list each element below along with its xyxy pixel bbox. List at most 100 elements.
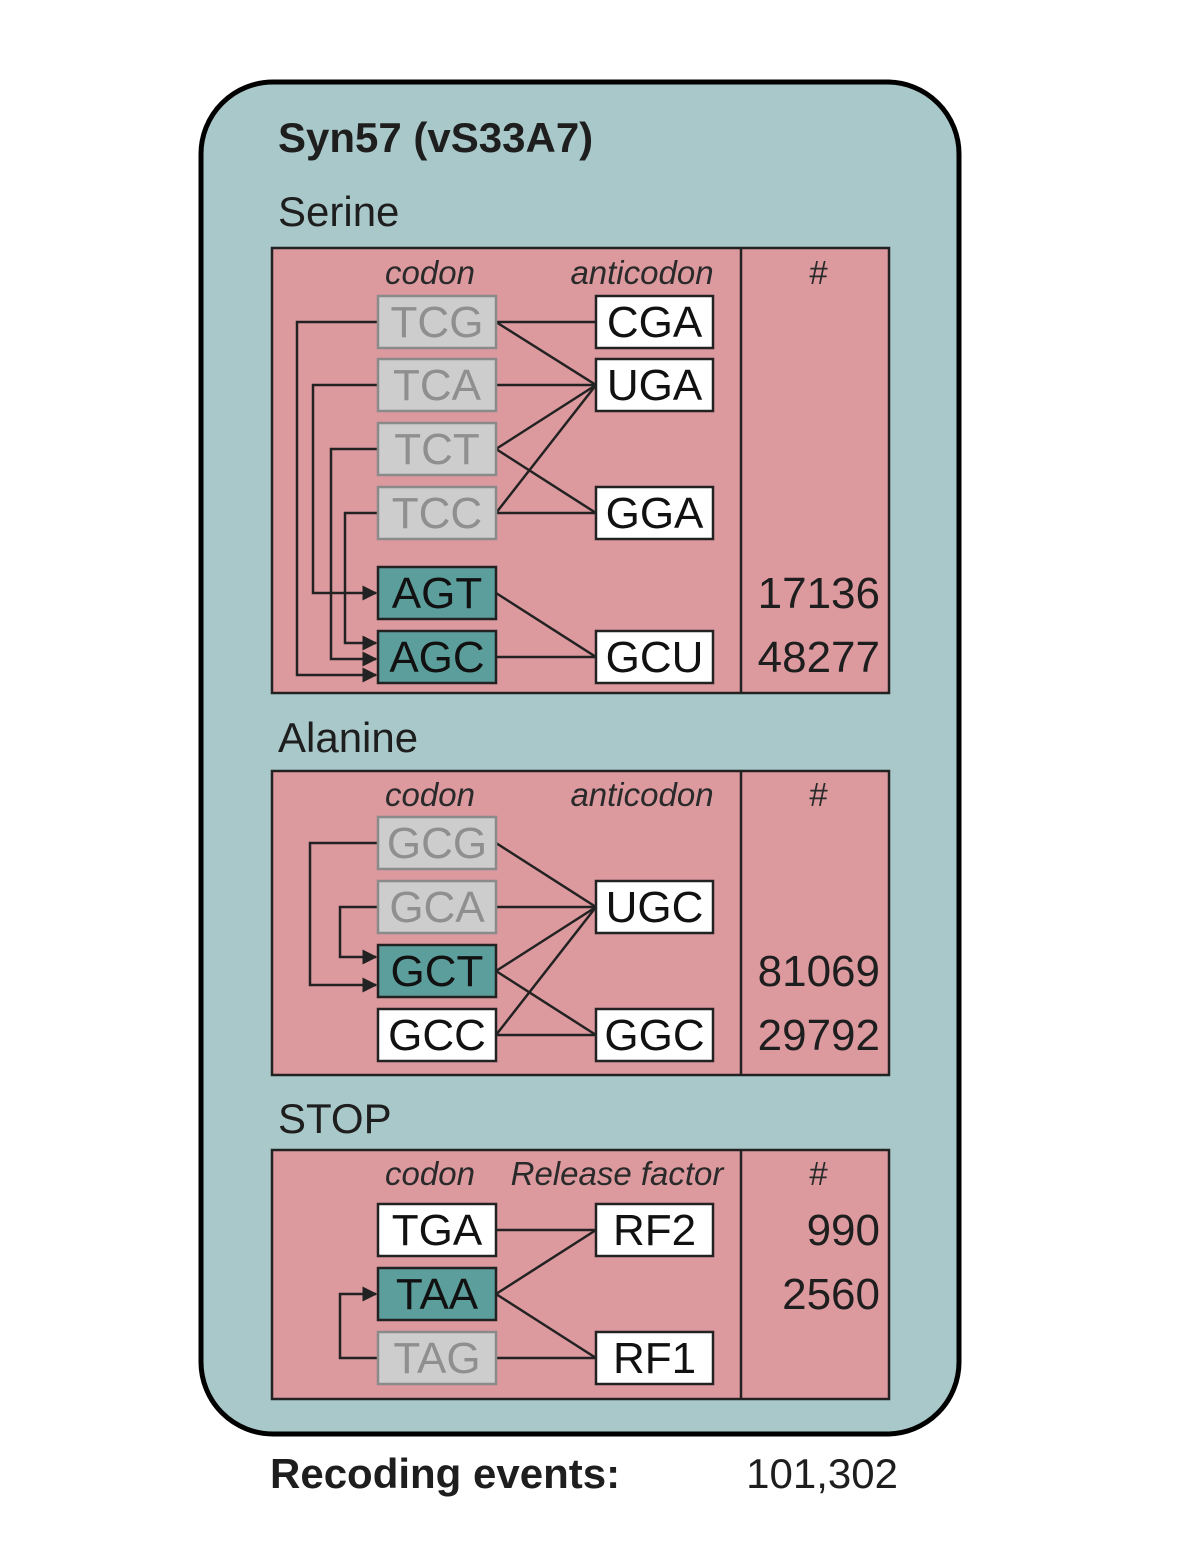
serine-codon-box-tct [376, 421, 498, 477]
serine-codon-tcg: TCG [376, 294, 498, 350]
stop-codon-label-tag: TAG [393, 1334, 480, 1383]
alanine-codon-box-gcc [376, 1007, 498, 1063]
stop-col-count: # [809, 1155, 828, 1192]
stop-col-release-factor: Release factor [511, 1155, 726, 1192]
serine-col-codon: codon [385, 254, 475, 291]
serine-partner-gga: GGA [594, 485, 715, 541]
stop-codon-taa: TAA 2560 [376, 1266, 880, 1322]
alanine-codon-box-gct [376, 943, 498, 999]
serine-col-count: # [809, 254, 828, 291]
serine-partner-box-cga [594, 294, 715, 350]
serine-codon-label-agt: AGT [392, 569, 482, 618]
serine-codon-tct: TCT [376, 421, 498, 477]
stop-partner-rf1: RF1 [594, 1330, 715, 1386]
alanine-codon-label-gct: GCT [391, 947, 484, 996]
alanine-codon-label-gcc: GCC [388, 1011, 486, 1060]
serine-codon-agc: AGC 48277 [376, 629, 880, 685]
footer-label: Recoding events: [270, 1450, 620, 1497]
serine-arrow-tcg-to-agc [295, 320, 378, 683]
serine-codon-label-tct: TCT [394, 425, 480, 474]
serine-partner-cga: CGA [594, 294, 715, 350]
serine-partner-label-uga: UGA [607, 361, 703, 410]
section-label-stop: STOP [278, 1095, 392, 1142]
alanine-partner-ggc: GGC [594, 1007, 715, 1063]
serine-arrow-tct-to-agc [329, 447, 378, 667]
stop-codon-tag: TAG [376, 1330, 498, 1386]
stop-link-taa-rf2 [495, 1228, 597, 1296]
alanine-arrow-gca-to-gct [338, 905, 378, 965]
serine-codon-box-tcg [376, 294, 498, 350]
stop-col-codon: codon [385, 1155, 475, 1192]
alanine-link-gcg-ugc [495, 841, 597, 909]
serine-codon-box-tca [376, 357, 498, 413]
footer-value: 101,302 [746, 1450, 898, 1497]
stop-count-taa: 2560 [782, 1270, 880, 1319]
serine-partner-uga: UGA [594, 357, 715, 413]
serine-link-tct-gga [495, 447, 597, 515]
serine-codon-box-tcc [376, 485, 498, 541]
serine-count-agt: 17136 [758, 569, 880, 618]
stop-link-taa-rf1 [495, 1292, 597, 1360]
stop-codon-label-tga: TGA [392, 1206, 483, 1255]
section-label-alanine: Alanine [278, 714, 418, 761]
alanine-connections [308, 841, 597, 1037]
alanine-col-codon: codon [385, 776, 475, 813]
alanine-codon-box-gcg [376, 815, 498, 871]
serine-codon-label-tca: TCA [393, 361, 482, 410]
serine-codon-tca: TCA [376, 357, 498, 413]
alanine-link-gcc-ugc [495, 906, 597, 1036]
serine-codon-agt: AGT 17136 [376, 565, 880, 621]
serine-partner-box-gcu [594, 629, 715, 685]
serine-link-tcg-uga [495, 320, 597, 387]
alanine-arrow-gcg-to-gct [308, 841, 378, 993]
alanine-col-count: # [809, 776, 828, 813]
alanine-partner-box-ggc [594, 1007, 715, 1063]
alanine-partner-box-ugc [594, 879, 715, 935]
alanine-link-gct-ggc [495, 969, 597, 1037]
serine-link-agt-gcu [495, 591, 597, 659]
stop-partner-box-rf2 [594, 1202, 715, 1258]
alanine-codon-label-gca: GCA [389, 883, 485, 932]
stop-partner-label-rf1: RF1 [613, 1334, 696, 1383]
serine-codon-label-tcg: TCG [391, 298, 484, 347]
serine-partner-label-gga: GGA [606, 489, 704, 538]
alanine-partner-ugc: UGC [594, 879, 715, 935]
stop-codon-box-tga [376, 1202, 498, 1258]
alanine-link-gct-ugc [495, 905, 597, 973]
stop-codon-label-taa: TAA [396, 1270, 479, 1319]
stop-codon-box-taa [376, 1266, 498, 1322]
serine-partner-box-gga [594, 485, 715, 541]
alanine-codon-label-gcg: GCG [387, 819, 487, 868]
serine-codon-box-agt [376, 565, 498, 621]
stop-codon-box-tag [376, 1330, 498, 1386]
serine-link-tct-uga [495, 383, 597, 451]
stop-codon-tga: TGA 990 [376, 1202, 880, 1258]
alanine-codon-gcg: GCG [376, 815, 498, 871]
serine-codon-label-tcc: TCC [392, 489, 482, 538]
alanine-partner-label-ggc: GGC [604, 1011, 704, 1060]
alanine-partner-label-ugc: UGC [606, 883, 704, 932]
serine-partner-label-gcu: GCU [606, 633, 704, 682]
section-label-serine: Serine [278, 188, 399, 235]
serine-partner-box-uga [594, 357, 715, 413]
stop-arrow-tag-to-taa [338, 1286, 378, 1360]
stop-partner-rf2: RF2 [594, 1202, 715, 1258]
serine-count-agc: 48277 [758, 633, 880, 682]
stop-count-tga: 990 [807, 1206, 880, 1255]
serine-codon-box-agc [376, 629, 498, 685]
alanine-col-anticodon: anticodon [570, 776, 713, 813]
stop-connections [338, 1228, 597, 1360]
serine-partner-gcu: GCU [594, 629, 715, 685]
serine-link-tcc-uga [495, 384, 597, 514]
serine-arrow-tcc-to-agc [343, 511, 378, 651]
organism-title: Syn57 (vS33A7) [278, 114, 593, 161]
serine-codon-label-agc: AGC [389, 633, 484, 682]
alanine-codon-box-gca [376, 879, 498, 935]
